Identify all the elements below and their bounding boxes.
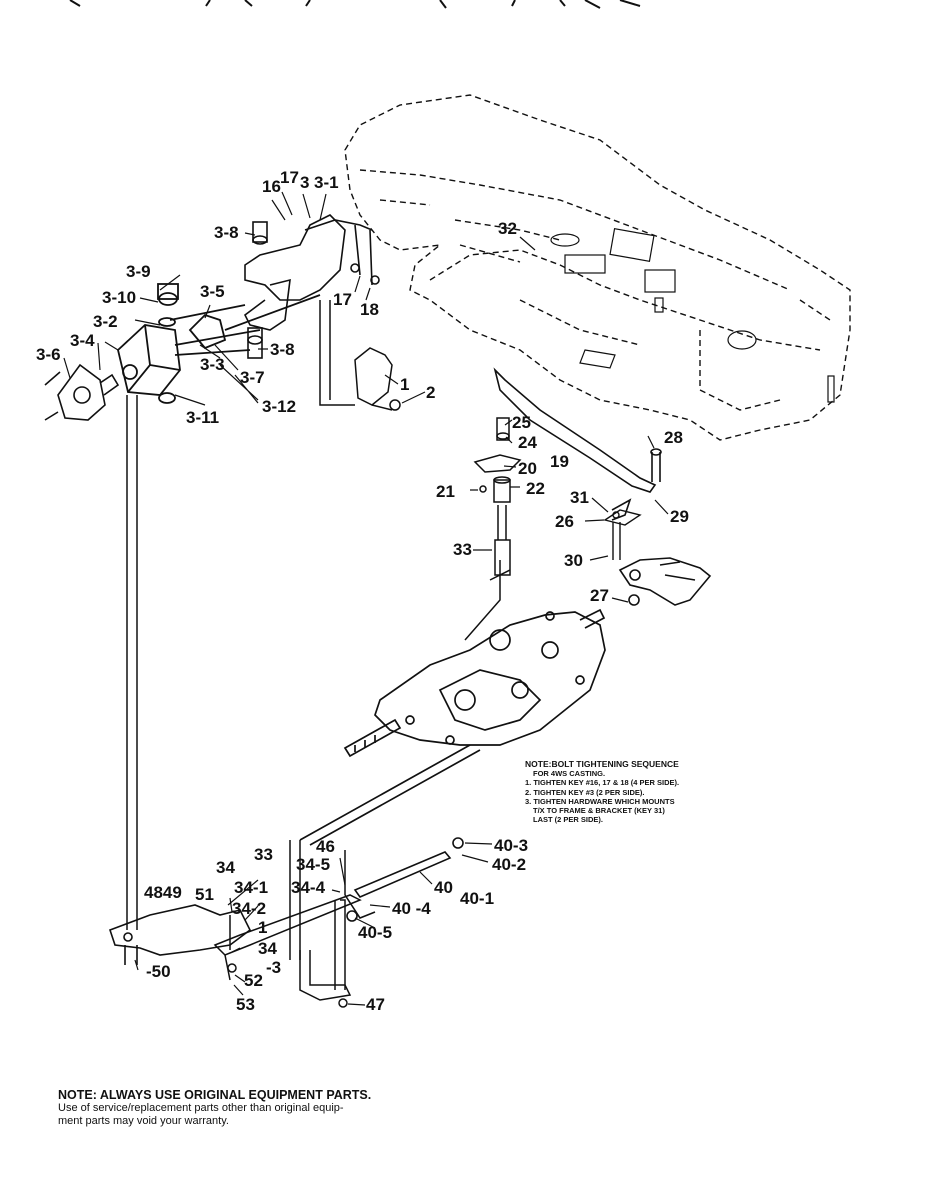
- callout-3-5: 3-5: [200, 282, 225, 301]
- bolt-note-step-1: 1. TIGHTEN KEY #16, 17 & 18 (4 PER SIDE)…: [525, 778, 680, 788]
- callout-3-7: 3-7: [240, 368, 265, 387]
- callout-3: 3: [300, 173, 309, 192]
- callout-53: 53: [236, 995, 255, 1014]
- steering-rods: [126, 395, 301, 960]
- gear-housing: [117, 283, 321, 404]
- transaxle: [299, 608, 606, 846]
- callout-34-1: 34-1: [234, 878, 268, 897]
- pivot-26: [603, 509, 642, 560]
- linkage-34: [213, 850, 362, 1008]
- callout-31: 31: [570, 488, 589, 507]
- callout-40-2: 40-2: [492, 855, 526, 874]
- callout-46: 46: [316, 837, 335, 856]
- callout-34-2: 34-2: [232, 899, 266, 918]
- callout-3-3: 3-3: [200, 355, 225, 374]
- callout-28: 28: [664, 428, 683, 447]
- callout-34-3-suffix: -3: [266, 958, 281, 977]
- callout-52: 52: [244, 971, 263, 990]
- callout-3-8-upper: 3-8: [214, 223, 239, 242]
- callout-33-upper: 33: [453, 540, 472, 559]
- callout-3-6: 3-6: [36, 345, 61, 364]
- callout-40-3: 40-3: [494, 836, 528, 855]
- callout-32: 32: [498, 219, 517, 238]
- callout-3-1: 3-1: [314, 173, 339, 192]
- callout-34: 34: [216, 858, 235, 877]
- steering-bracket-assembly: [243, 214, 380, 359]
- callout-34-5: 34-5: [296, 855, 330, 874]
- callout-16: 16: [262, 177, 281, 196]
- callout-1: 1: [400, 375, 409, 394]
- callout-3-12: 3-12: [262, 397, 296, 416]
- bolt-note-subtitle: FOR 4WS CASTING.: [533, 769, 606, 779]
- callout-labels: 16 17 3 3-1 3-8 3-9 3-10 3-5 3-2 3-4 3-6…: [36, 168, 689, 1014]
- callout-40-1: 40-1: [460, 889, 494, 908]
- callout-27: 27: [590, 586, 609, 605]
- callout-17: 17: [280, 168, 299, 187]
- cam-plate-27: [618, 557, 712, 606]
- callout-30: 30: [564, 551, 583, 570]
- callout-40: 40: [434, 878, 453, 897]
- callout-17-lower: 17: [333, 290, 352, 309]
- note-line-2: ment parts may void your warranty.: [58, 1115, 229, 1127]
- callout-4849: 4849: [144, 883, 182, 902]
- bolt-tightening-note: NOTE:BOLT TIGHTENING SEQUENCE FOR 4WS CA…: [525, 759, 745, 825]
- bolt-note-step-3-end: LAST (2 PER SIDE).: [533, 815, 604, 825]
- callout-34-4: 34-4: [291, 878, 326, 897]
- callout-22: 22: [526, 479, 545, 498]
- callout-2: 2: [426, 383, 435, 402]
- bolt-note-title: NOTE:BOLT TIGHTENING SEQUENCE: [525, 759, 679, 769]
- bolt-note-step-3: 3. TIGHTEN HARDWARE WHICH MOUNTS: [525, 796, 675, 806]
- callout-1-lower: 1: [258, 918, 267, 937]
- callout-3-8-lower: 3-8: [270, 340, 295, 359]
- callout-3-4: 3-4: [70, 331, 95, 350]
- bolt-note-step-2: 2. TIGHTEN KEY #3 (2 PER SIDE).: [525, 787, 645, 797]
- pedal-plate: [108, 904, 252, 965]
- rod-40: [344, 837, 464, 922]
- callout-26: 26: [555, 512, 574, 531]
- leader-lines: [63, 191, 669, 1006]
- pivot-stack: [464, 417, 522, 641]
- callout-47: 47: [366, 995, 385, 1014]
- callout-3-2: 3-2: [93, 312, 118, 331]
- note-line-1: Use of service/replacement parts other t…: [58, 1102, 344, 1114]
- callout-3-9: 3-9: [126, 262, 151, 281]
- callout-51: 51: [195, 885, 214, 904]
- callout-40-4: 40 -4: [392, 899, 431, 918]
- callout-34-3: 34: [258, 939, 277, 958]
- callout-18: 18: [360, 300, 379, 319]
- callout-21: 21: [436, 482, 455, 501]
- mounting-plate: [44, 363, 120, 421]
- callout-29: 29: [670, 507, 689, 526]
- note-headline: NOTE: ALWAYS USE ORIGINAL EQUIPMENT PART…: [58, 1088, 372, 1102]
- bracket-1: [319, 300, 401, 411]
- callout-24: 24: [518, 433, 537, 452]
- callout-50: -50: [146, 962, 171, 981]
- callout-40-5: 40-5: [358, 923, 392, 942]
- callout-19: 19: [550, 452, 569, 471]
- callout-3-11: 3-11: [186, 408, 219, 427]
- callout-3-10: 3-10: [102, 288, 136, 307]
- bolt-note-step-3-cont: T/X TO FRAME & BRACKET (KEY 31): [533, 806, 665, 816]
- frame-dashed-outline: [344, 94, 851, 441]
- callout-25: 25: [512, 413, 531, 432]
- callout-33-lower: 33: [254, 845, 273, 864]
- frame-details: [550, 228, 835, 403]
- original-parts-note: NOTE: ALWAYS USE ORIGINAL EQUIPMENT PART…: [58, 1089, 438, 1128]
- callout-20: 20: [518, 459, 537, 478]
